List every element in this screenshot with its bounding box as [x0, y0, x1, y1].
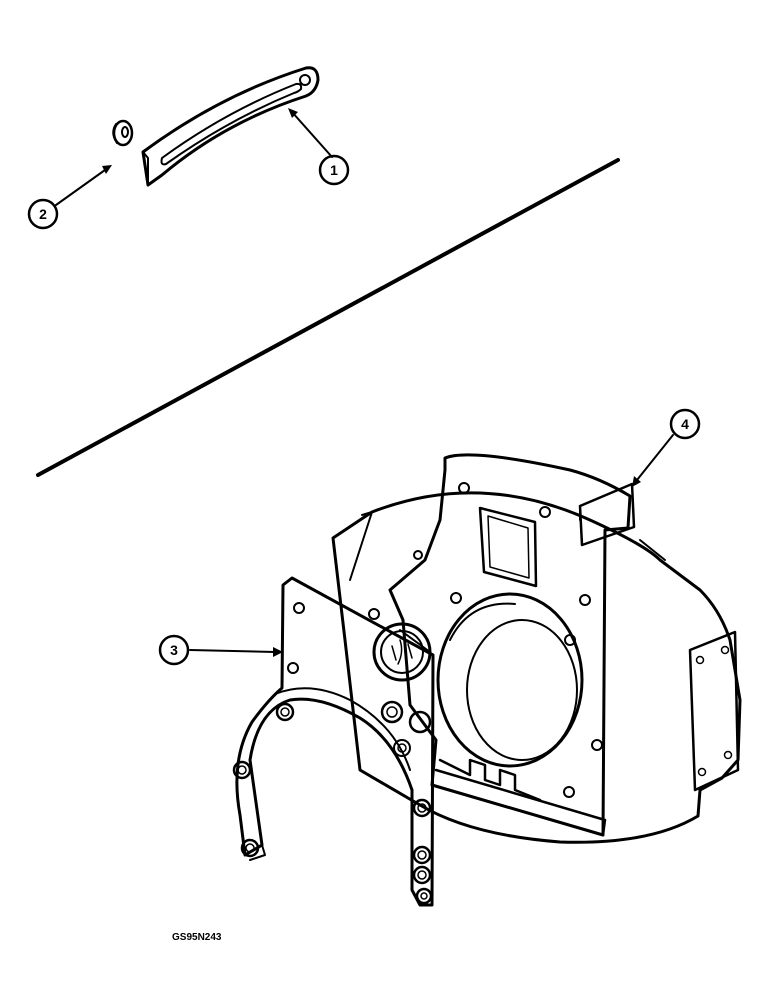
flywheel-housing-part — [331, 453, 742, 844]
callout-1-label: 1 — [330, 162, 338, 178]
arrowhead-1-icon — [288, 108, 298, 118]
drawing-code: GS95N243 — [172, 932, 222, 943]
slotted-bracket-part — [141, 66, 320, 187]
callout-2-label: 2 — [39, 206, 47, 222]
leader-lines — [55, 108, 674, 657]
arrowhead-3-icon — [273, 647, 283, 657]
callout-4: 4 — [669, 408, 701, 440]
callout-2: 2 — [27, 198, 59, 230]
washer-part — [112, 119, 134, 147]
arrowhead-2-icon — [102, 165, 112, 174]
callout-3-label: 3 — [170, 642, 178, 658]
divider-line — [36, 158, 620, 477]
callout-1: 1 — [318, 154, 350, 186]
callout-3: 3 — [158, 634, 190, 666]
adapter-plate-part — [232, 576, 435, 907]
callout-4-label: 4 — [681, 416, 689, 432]
arrowhead-4-icon — [632, 476, 641, 487]
